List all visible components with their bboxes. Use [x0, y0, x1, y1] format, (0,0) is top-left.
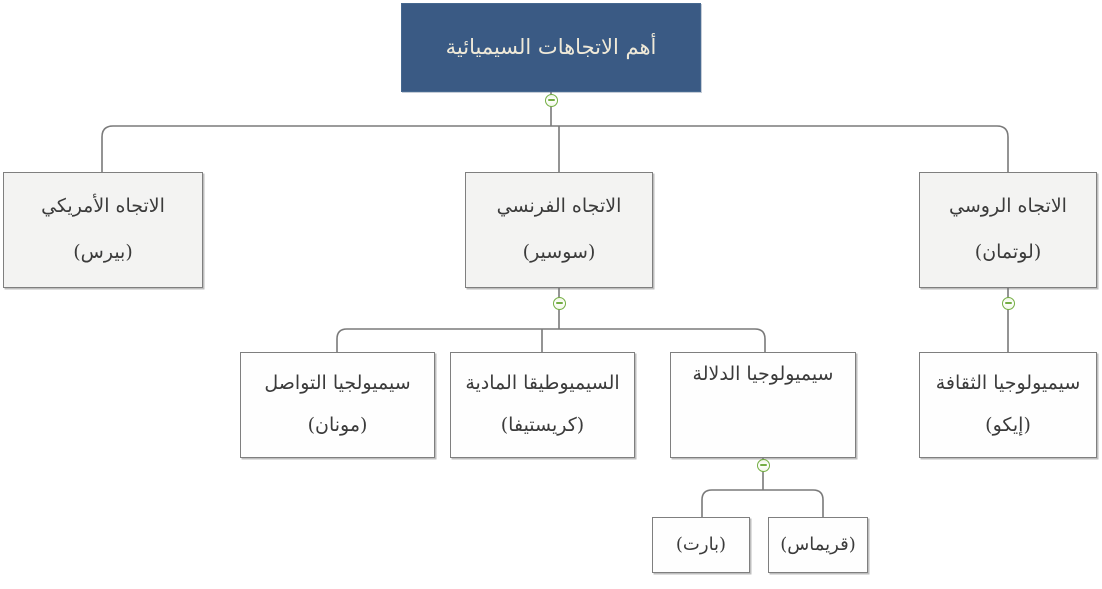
node-american-name: (بيرس): [73, 241, 133, 264]
node-material-name: (كريستيفا): [500, 414, 585, 437]
node-french[interactable]: الاتجاه الفرنسي (سوسير): [465, 172, 653, 288]
minus-bar: [547, 99, 555, 101]
node-root-label: أهم الاتجاهات السيميائية: [445, 35, 657, 60]
node-barthes[interactable]: (بارت): [652, 517, 750, 573]
node-american[interactable]: الاتجاه الأمريكي (بيرس): [3, 172, 203, 288]
node-culture[interactable]: سيميولوجيا الثقافة (إيكو): [919, 352, 1097, 458]
node-russian-name: (لوتمان): [974, 241, 1042, 264]
collapse-minus-icon-signification[interactable]: [756, 458, 770, 472]
minus-bar: [555, 302, 563, 304]
node-communication-name: (مونان): [307, 414, 368, 437]
node-communication-title: سيميولجيا التواصل: [264, 371, 411, 394]
node-culture-name: (إيكو): [985, 414, 1031, 437]
node-american-title: الاتجاه الأمريكي: [41, 195, 165, 218]
node-greimas[interactable]: (قريماس): [768, 517, 868, 573]
node-material[interactable]: السيميوطيقا المادية (كريستيفا): [450, 352, 635, 458]
node-signification-title: سيميولوجيا الدلالة: [692, 363, 834, 385]
node-communication[interactable]: سيميولجيا التواصل (مونان): [240, 352, 435, 458]
node-french-name: (سوسير): [522, 241, 596, 264]
node-material-title: السيميوطيقا المادية: [465, 371, 620, 394]
node-barthes-name: (بارت): [675, 533, 727, 555]
collapse-minus-icon-root[interactable]: [544, 93, 558, 107]
connector-rail-3: [701, 489, 824, 517]
node-russian[interactable]: الاتجاه الروسي (لوتمان): [919, 172, 1097, 288]
node-french-title: الاتجاه الفرنسي: [496, 195, 622, 218]
node-root[interactable]: أهم الاتجاهات السيميائية: [401, 3, 701, 92]
connector-rail-1: [101, 125, 1009, 172]
node-russian-title: الاتجاه الروسي: [949, 195, 1067, 218]
node-signification[interactable]: سيميولوجيا الدلالة: [670, 352, 856, 458]
collapse-minus-icon-french[interactable]: [552, 296, 566, 310]
collapse-minus-icon-russian[interactable]: [1001, 296, 1015, 310]
minus-bar: [1004, 302, 1012, 304]
connector-rail-2: [336, 328, 766, 352]
node-greimas-name: (قريماس): [780, 533, 856, 555]
node-culture-title: سيميولوجيا الثقافة: [935, 371, 1081, 394]
minus-bar: [759, 464, 767, 466]
